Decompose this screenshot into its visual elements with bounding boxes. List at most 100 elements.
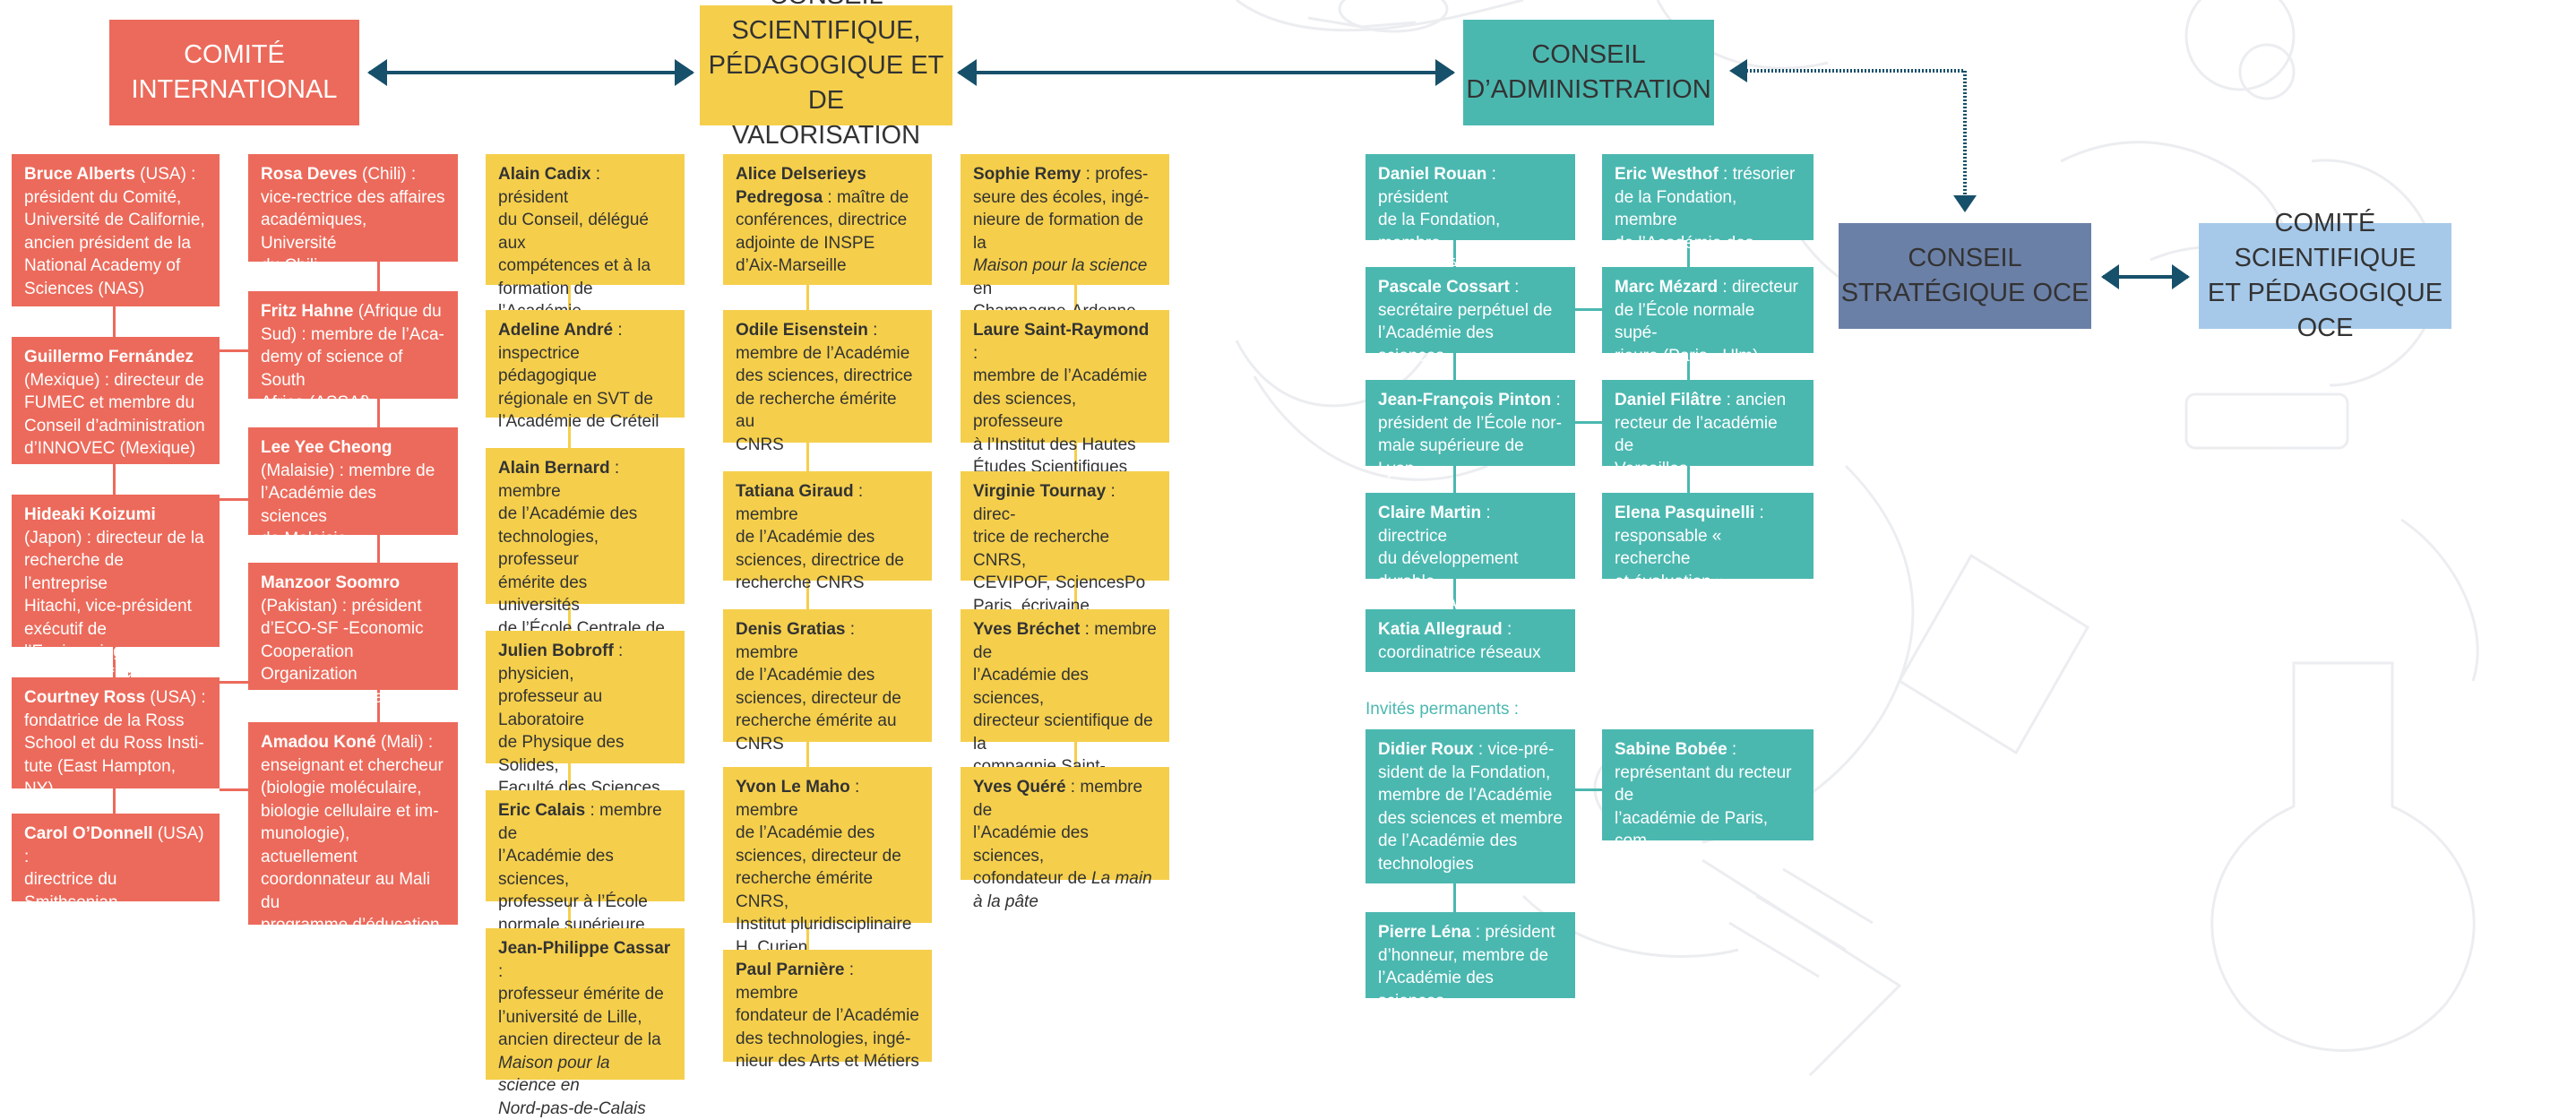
member-name: Paul Parnière — [736, 961, 845, 979]
connector — [220, 681, 255, 684]
member-role: : membre de l’Académie des sciences, dir… — [736, 778, 912, 957]
connector — [220, 498, 255, 501]
member-role-italic: Maison pour la science — [973, 256, 1148, 275]
member-name: Marc Mézard — [1615, 278, 1719, 297]
member-name: Sophie Remy — [973, 165, 1081, 184]
member-role: : vice-pré- sident de la Fondation, memb… — [1378, 740, 1563, 874]
arrow-administration-strategique — [1729, 59, 1977, 212]
member-name: Manzoor Soomro — [261, 573, 401, 592]
member-name: Pierre Léna — [1378, 923, 1471, 942]
member-card: Laure Saint-Raymond : membre de l’Académ… — [961, 310, 1169, 477]
member-card: Sophie Remy : profes- seure des écoles, … — [961, 154, 1169, 321]
member-name: Amadou Koné — [261, 733, 376, 752]
member-card: Elena Pasquinelli : responsable « recher… — [1602, 493, 1814, 591]
member-card: Daniel Filâtre : ancien recteur de l’aca… — [1602, 380, 1814, 478]
member-card: Bruce Alberts (USA) : président du Comit… — [12, 154, 220, 306]
member-card: Sabine Bobée : représentant du recteur d… — [1602, 729, 1814, 896]
member-name: Bruce Alberts — [24, 165, 135, 184]
member-card: Eric Calais : membre de l’Académie des s… — [486, 790, 685, 935]
header-comite-oce: COMITÉ SCIENTIFIQUE ET PÉDAGOGIQUE OCE — [2199, 209, 2451, 342]
member-name: Guillermo Fernández — [24, 348, 194, 366]
member-role: : professeur émérite de l’université de … — [498, 961, 664, 1050]
member-card: Virginie Tournay : direc- trice de reche… — [961, 471, 1169, 616]
arrow-scientifique-administration — [957, 59, 1455, 86]
member-name: Eric Calais — [498, 801, 586, 820]
header-conseil-scientifique: CONSEIL SCIENTIFIQUE, PÉDAGOGIQUE ET DE … — [700, 0, 952, 150]
member-card: Claire Martin : directrice du développem… — [1366, 493, 1575, 614]
member-card: Lee Yee Cheong (Malaisie) : membre de l’… — [248, 427, 458, 548]
member-role: (Malaisie) : membre de l’Académie des sc… — [261, 461, 435, 548]
member-name: Alain Bernard — [498, 459, 610, 478]
member-card: Pascale Cossart : secrétaire perpétuel d… — [1366, 267, 1575, 366]
member-card: Hideaki Koizumi (Japon) : directeur de l… — [12, 495, 220, 685]
member-role: : représentant du recteur de l’académie … — [1615, 740, 1792, 896]
member-card: Alain Bernard : membre de l’Académie des… — [486, 448, 685, 660]
member-card: Amadou Koné (Mali) : enseignant et cherc… — [248, 722, 458, 980]
member-role: : membre de l’Académie des sciences, dir… — [736, 321, 913, 454]
member-role: : président d’honneur, membre de l’Acadé… — [1378, 923, 1555, 1011]
member-name: Virginie Tournay — [973, 482, 1107, 501]
member-role: (Afrique du Sud) : membre de l’Aca- demy… — [261, 302, 444, 412]
member-card: Tatiana Giraud : membre de l’Académie de… — [723, 471, 932, 592]
member-card: Carol O’Donnell (USA) : directrice du Sm… — [12, 814, 220, 958]
member-role: (Japon) : directeur de la recherche de l… — [24, 528, 204, 685]
member-role: (USA) : directrice du Smithsonian Scienc… — [24, 824, 204, 958]
member-name: Yves Quéré — [973, 778, 1066, 797]
member-role: : maître de conférences, directrice adjo… — [736, 187, 909, 276]
member-role: (USA) : président du Comité, Université … — [24, 165, 205, 298]
member-name: Jean-Philippe Cassar — [498, 939, 671, 958]
connector — [1575, 421, 1602, 424]
member-role: : membre de l’Académie des sciences, pro… — [498, 801, 662, 935]
member-role: : membre fondateur de l’Académie des tec… — [736, 961, 919, 1071]
member-name: Alice Delserieys Pedregosa — [736, 165, 866, 207]
connector — [1687, 233, 1690, 520]
member-role: : responsable « recherche et évaluation … — [1615, 504, 1764, 591]
member-role: : ancien recteur de l’académie de Versai… — [1615, 391, 1787, 478]
member-name: Yves Bréchet — [973, 620, 1081, 639]
member-role: (Chili) : vice-rectrice des affaires aca… — [261, 165, 445, 275]
member-card: Alice Delserieys Pedregosa : maître de c… — [723, 154, 932, 285]
member-name: Yvon Le Maho — [736, 778, 850, 797]
member-role: (USA) : fondatrice de la Ross School et … — [24, 688, 206, 798]
member-name: Courtney Ross — [24, 688, 146, 707]
member-role: : membre de l’Académie des sciences, dir… — [736, 482, 904, 592]
member-card: Yvon Le Maho : membre de l’Académie des … — [723, 767, 932, 957]
member-name: Katia Allegraud — [1378, 620, 1503, 639]
member-card: Jean-François Pinton : président de l’Éc… — [1366, 380, 1575, 478]
member-name: Hideaki Koizumi — [24, 505, 156, 524]
member-role-italic: La main à la pâte — [973, 869, 1152, 911]
member-name: Eric Westhof — [1615, 165, 1719, 184]
invites-permanents-label: Invités permanents : — [1366, 700, 1520, 719]
member-card: Manzoor Soomro (Pakistan) : président d’… — [248, 563, 458, 707]
arrow-international-scientifique — [367, 59, 694, 86]
member-card: Eric Westhof : trésorier de la Fondation… — [1602, 154, 1814, 275]
member-card: Denis Gratias : membre de l’Académie des… — [723, 609, 932, 754]
member-card: Pierre Léna : président d’honneur, membr… — [1366, 912, 1575, 1011]
member-card: Rosa Deves (Chili) : vice-rectrice des a… — [248, 154, 458, 275]
member-name: Claire Martin — [1378, 504, 1482, 522]
member-role: (Mexique) : directeur de FUMEC et membre… — [24, 370, 205, 458]
member-name: Laure Saint-Raymond — [973, 321, 1150, 340]
member-role: : coordinatrice réseaux — [1378, 620, 1541, 662]
member-name: Daniel Filâtre — [1615, 391, 1722, 409]
member-name: Fritz Hahne — [261, 302, 354, 321]
header-conseil-administration: CONSEIL D’ADMINISTRATION — [1463, 20, 1714, 125]
member-name: Lee Yee Cheong — [261, 438, 392, 457]
member-role: : membre de l’Académie des sciences, cof… — [973, 778, 1143, 888]
member-role: : président de l’École nor- male supérie… — [1378, 391, 1562, 478]
member-name: Carol O’Donnell — [24, 824, 153, 843]
header-conseil-strategique: CONSEIL STRATÉGIQUE OCE — [1839, 223, 2091, 329]
member-name: Julien Bobroff — [498, 642, 614, 660]
member-name: Sabine Bobée — [1615, 740, 1727, 759]
member-name: Pascale Cossart — [1378, 278, 1510, 297]
member-card: Yves Bréchet : membre de l’Académie des … — [961, 609, 1169, 822]
arrow-strategique-comite-oce — [2101, 264, 2190, 289]
member-role: : directrice du développement durable de… — [1378, 504, 1519, 614]
member-card: Didier Roux : vice-pré- sident de la Fon… — [1366, 729, 1575, 883]
member-card: Paul Parnière : membre fondateur de l’Ac… — [723, 950, 932, 1071]
member-name: Adeline André — [498, 321, 614, 340]
member-name: Daniel Rouan — [1378, 165, 1487, 184]
member-card: Daniel Rouan : président de la Fondation… — [1366, 154, 1575, 298]
connector — [220, 788, 255, 791]
member-role: (Mali) : enseignant et chercheur (biolog… — [261, 733, 444, 980]
